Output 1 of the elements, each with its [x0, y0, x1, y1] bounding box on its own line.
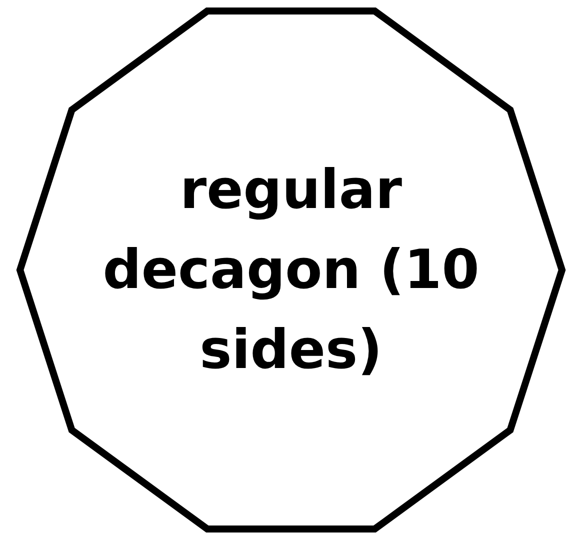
shape-label: regular decagon (10 sides) [102, 157, 480, 383]
